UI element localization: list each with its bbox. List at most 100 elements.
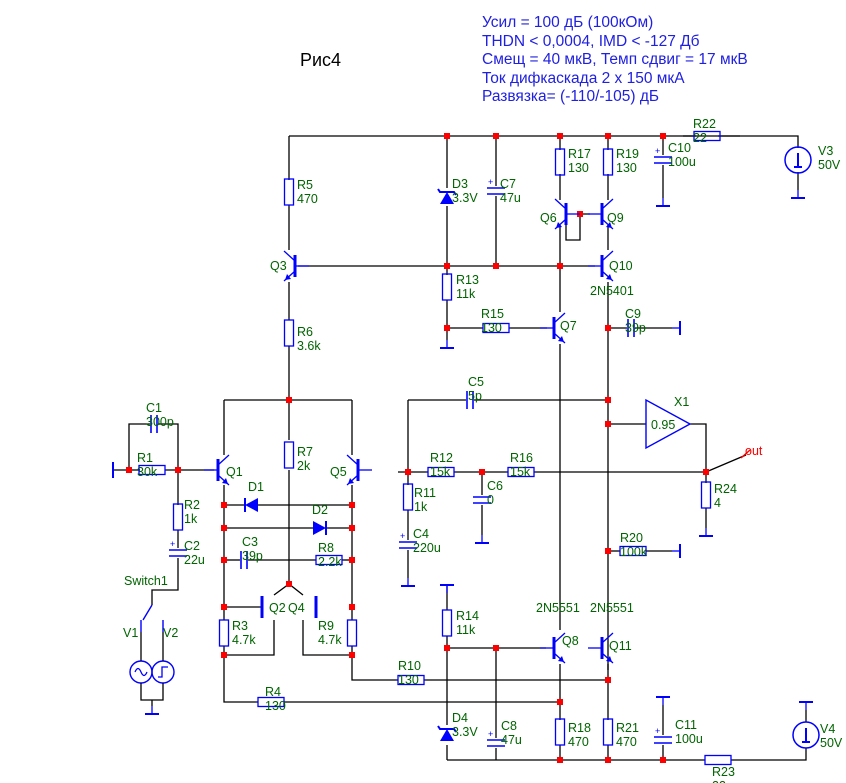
component-value: 4.7k: [232, 633, 256, 647]
transistor-name: Q2: [269, 601, 286, 615]
note-offset: Смещ = 40 мкВ, Темп сдвиг = 17 мкВ: [482, 51, 748, 68]
transistor-name: Q6: [540, 211, 557, 225]
ground-symbol: [672, 321, 681, 335]
component-name: R13: [456, 273, 479, 287]
junction-dot: [605, 548, 611, 554]
component-value: 3.3V: [452, 725, 478, 739]
component-name: C4: [413, 527, 429, 541]
junction-dot: [405, 469, 411, 475]
component-name: D4: [452, 711, 468, 725]
resistor-r18: [554, 718, 566, 746]
buffer-x1: [645, 398, 692, 450]
wire: [224, 620, 275, 656]
component-value: 11k: [456, 287, 476, 301]
junction-dot: [444, 263, 450, 269]
component-name: D2: [312, 503, 328, 517]
transistor-name: Q5: [330, 465, 347, 479]
component-value: 47u: [501, 733, 522, 747]
capacitor-c8: +: [487, 729, 505, 747]
transistor-q9: [588, 198, 614, 230]
ground-symbol: [440, 584, 454, 593]
component-name: V4: [820, 722, 835, 736]
component-name: R10: [398, 659, 421, 673]
resistor-r2: [172, 503, 184, 531]
component-value: 2k: [297, 459, 311, 473]
transistor-q11: [588, 632, 614, 664]
wire: [128, 423, 150, 470]
svg-text:+: +: [655, 146, 660, 156]
capacitor-c9: [627, 319, 635, 337]
signal-source-v1: [129, 660, 153, 684]
component-value: 1k: [414, 500, 428, 514]
transistor-q1: [204, 454, 230, 486]
component-name: C8: [501, 719, 517, 733]
resistor-r19: [602, 148, 614, 176]
resistor-r9: [346, 619, 358, 647]
junction-dot: [605, 397, 611, 403]
component-value: 130: [481, 321, 502, 335]
junction-dot: [221, 525, 227, 531]
junction-dot: [605, 325, 611, 331]
component-name: C11: [675, 718, 697, 732]
transistor-name: Q4: [288, 601, 305, 615]
component-value: 3.6k: [297, 339, 321, 353]
transistor-name: Q1: [226, 465, 243, 479]
junction-dot: [349, 604, 355, 610]
transistor-q10: [588, 250, 614, 282]
resistor-r5: [283, 178, 295, 206]
output-terminal: [740, 449, 751, 459]
component-name: C2: [184, 539, 200, 553]
ground-symbol: [672, 544, 681, 558]
component-value: 50V: [820, 736, 843, 750]
resistor-r16: [507, 466, 535, 478]
resistor-r17: [554, 148, 566, 176]
wire: [690, 423, 707, 472]
transistor-q3: [283, 250, 309, 282]
wire: [140, 683, 164, 701]
source-name: V1: [123, 626, 138, 640]
transistor-model: 2N5551: [536, 601, 580, 615]
component-name: R7: [297, 445, 313, 459]
junction-dot: [349, 652, 355, 658]
note-isolation: Развязка= (-110/-105) дБ: [482, 88, 660, 105]
component-name: C7: [500, 177, 516, 191]
junction-dot: [221, 604, 227, 610]
component-name: R17: [568, 147, 591, 161]
transistor-q8: [540, 632, 566, 664]
capacitor-c4: +: [399, 531, 417, 549]
component-name: C5: [468, 375, 484, 389]
transistor-model: 2N5551: [590, 601, 634, 615]
component-value: 130: [616, 161, 637, 175]
component-value: 39p: [242, 549, 263, 563]
wire: [151, 558, 179, 605]
component-name: C1: [146, 401, 162, 415]
svg-text:+: +: [655, 726, 660, 736]
output-label: out: [745, 444, 763, 458]
transistor-name: Q9: [607, 211, 624, 225]
resistor-r10: [397, 674, 425, 686]
component-value: 470: [568, 735, 589, 749]
spec-notes: Усил = 100 дБ (100кОм) THDN < 0,0004, IM…: [482, 14, 748, 107]
ground-symbol: [656, 198, 670, 207]
capacitor-c3: [240, 551, 248, 569]
component-value: 130: [265, 699, 286, 713]
resistor-r15: [482, 322, 510, 334]
component-value: 130: [568, 161, 589, 175]
zener-d3: [437, 188, 457, 204]
junction-dot: [557, 263, 563, 269]
transistor-name: Q7: [560, 319, 577, 333]
junction-dot: [349, 502, 355, 508]
junction-dot: [605, 757, 611, 763]
resistor-r20: [619, 545, 647, 557]
ground-symbol: [440, 340, 454, 349]
component-name: R23: [712, 765, 735, 779]
source-name: V2: [163, 626, 178, 640]
wire: [351, 646, 398, 681]
ground-symbol: [656, 696, 670, 705]
switch-name: Switch1: [124, 574, 168, 588]
ground-symbol: [799, 701, 813, 710]
junction-dot: [286, 581, 292, 587]
component-name: C9: [625, 307, 641, 321]
component-name: R20: [620, 531, 643, 545]
junction-dot: [703, 469, 709, 475]
